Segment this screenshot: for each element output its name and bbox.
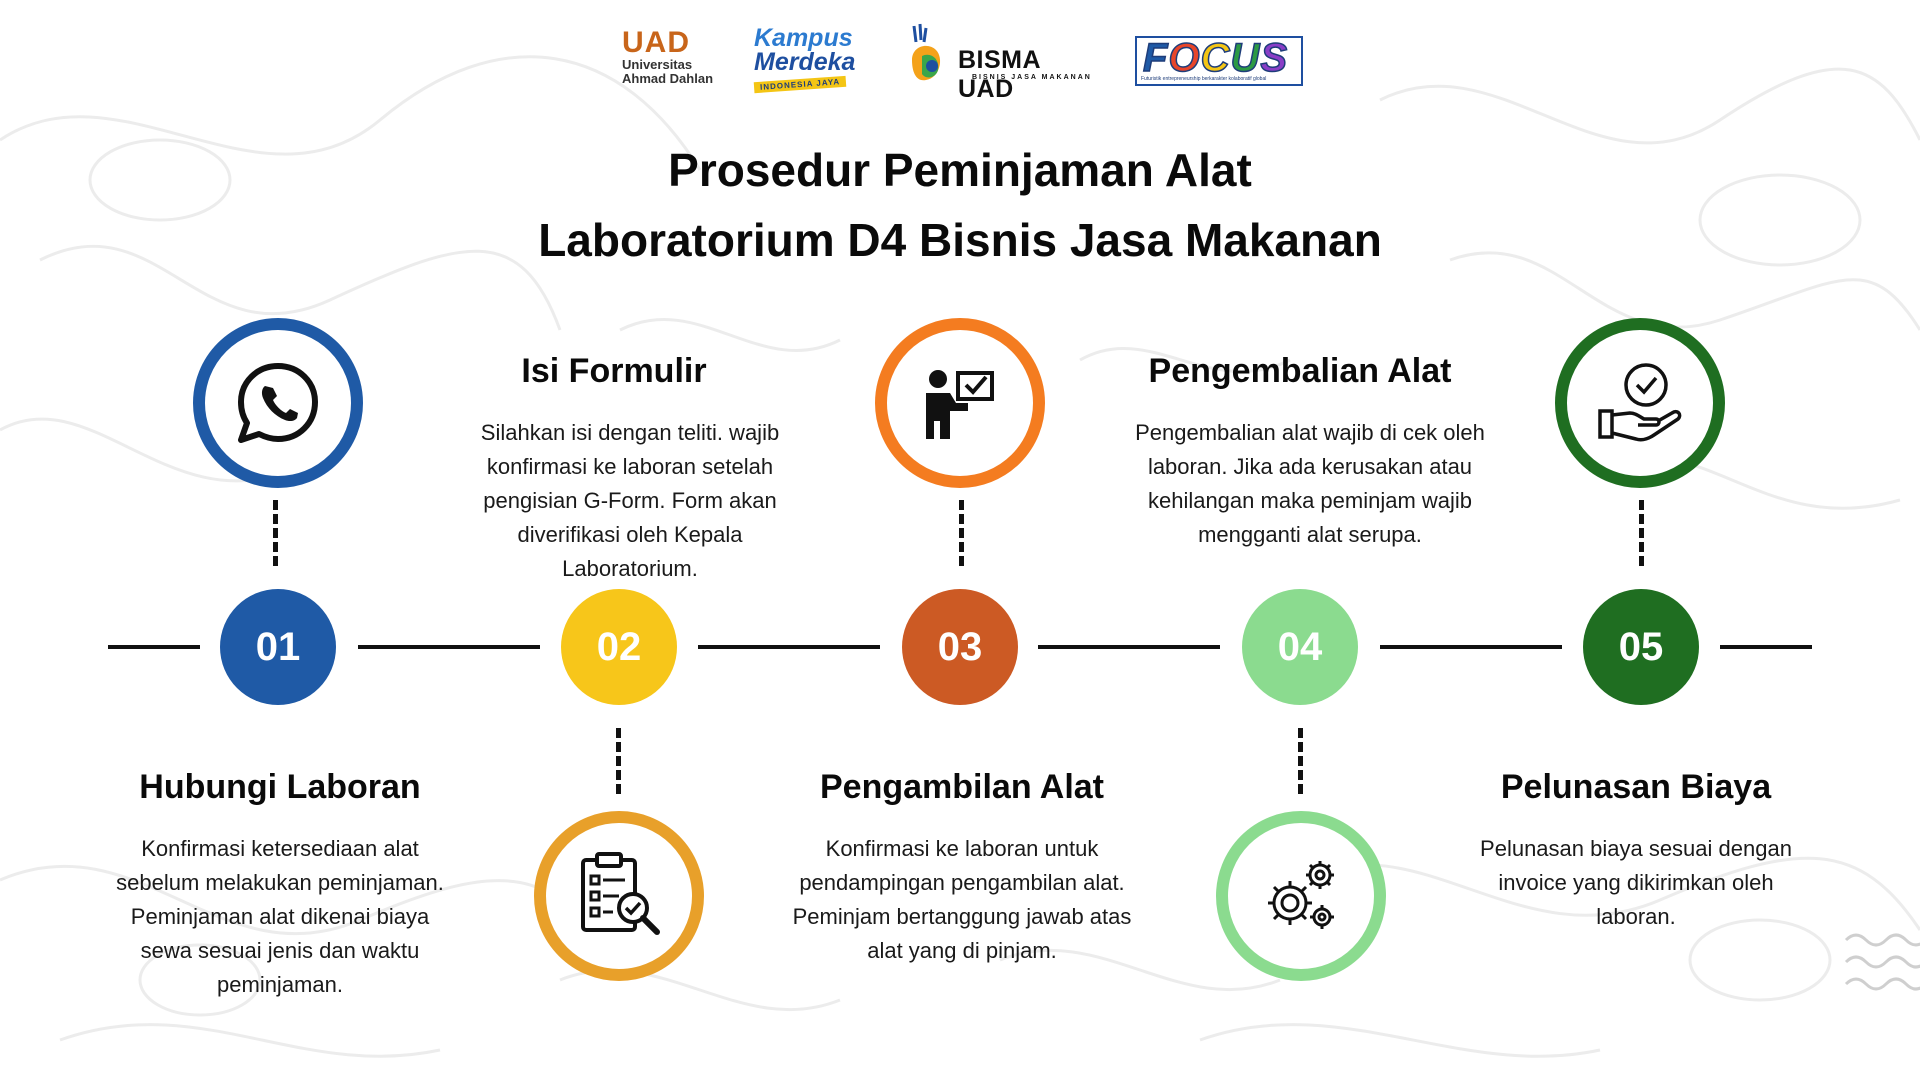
title-line-2: Laboratorium D4 Bisnis Jasa Makanan [538,214,1382,266]
connector-2 [616,728,626,794]
kampus-merdeka-line2: Merdeka [754,48,856,76]
step-4-description: Pengembalian alat wajib di cek oleh labo… [1135,420,1485,547]
presenter-checklist-icon [926,370,994,439]
step-5-number: 05 [1583,589,1699,705]
timeline-segment [1038,645,1220,649]
step-4-number: 04 [1242,589,1358,705]
step-2-number: 02 [561,589,677,705]
timeline-segment [1720,645,1812,649]
hand-check-icon [1598,363,1682,442]
step-4-icon-ring [1216,811,1386,981]
step-2-title: Isi Formulir [521,352,707,390]
step-2-description: Silahkan isi dengan teliti. wajib konfir… [480,420,780,581]
step-2-icon-ring [534,811,704,981]
step-3-description: Konfirmasi ke laboran untuk pendampingan… [792,836,1132,963]
focus-logo-name: FOCUS [1142,35,1289,81]
bisma-emblem-icon [912,23,941,81]
uad-logo-mark: UAD [622,26,690,59]
connector-3 [959,500,969,566]
timeline-segment [698,645,880,649]
step-5-description: Pelunasan biaya sesuai dengan invoice ya… [1480,836,1792,929]
bisma-logo-sub: BISNIS JASA MAKANAN [972,74,1092,81]
bisma-uad-logo: BISMA UAD BISNIS JASA MAKANAN [906,22,1101,103]
kampus-merdeka-line1: Kampus [754,24,853,52]
title-line-1: Prosedur Peminjaman Alat [668,144,1252,196]
step-3-icon-ring [875,318,1045,488]
connector-1 [273,500,283,566]
whatsapp-icon [238,363,318,443]
bisma-logo-name: BISMA UAD [958,46,1041,103]
timeline-segment [108,645,200,649]
connector-5 [1639,500,1649,566]
step-3-title: Pengambilan Alat [819,768,1105,806]
focus-logo-tagline: Futuristik entrepreneurship berkarakter … [1141,76,1267,82]
step-3-number: 03 [902,589,1018,705]
step-4-title: Pengembalian Alat [1148,352,1452,390]
gears-icon [1268,861,1334,929]
kampus-merdeka-logo: Kampus Merdeka INDONESIA JAYA [753,24,879,94]
connector-4 [1298,728,1308,794]
step-1-number: 01 [220,589,336,705]
step-5-title: Pelunasan Biaya [1500,768,1772,806]
timeline-segment [1380,645,1562,649]
step-5-icon-ring [1555,318,1725,488]
step-1-description: Konfirmasi ketersediaan alat sebelum mel… [116,836,444,997]
uad-logo: UAD Universitas Ahmad Dahlan [622,28,727,90]
wavy-lines-decoration [1844,933,1920,991]
page-title: Prosedur Peminjaman Alat Laboratorium D4… [360,135,1560,275]
kampus-merdeka-tagline: INDONESIA JAYA [753,75,847,94]
step-1-title: Hubungi Laboran [139,768,421,806]
clipboard-check-icon [581,852,660,935]
focus-logo: FOCUS Futuristik entrepreneurship berkar… [1135,35,1303,86]
uad-logo-line2: Ahmad Dahlan [622,71,714,86]
uad-logo-line1: Universitas [622,57,693,72]
step-1-icon-ring [193,318,363,488]
timeline-segment [358,645,540,649]
